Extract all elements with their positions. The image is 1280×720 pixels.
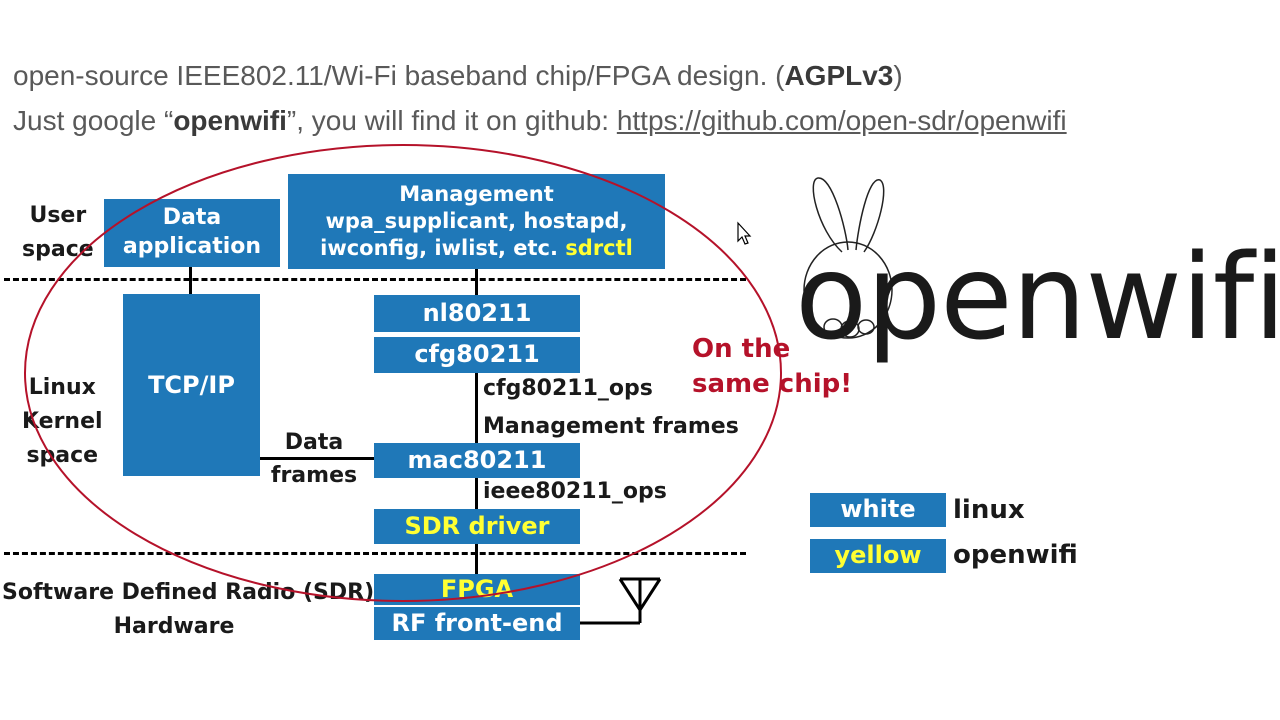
license-name: AGPLv3 bbox=[784, 60, 894, 91]
header-line-1: open-source IEEE802.11/Wi-Fi baseband ch… bbox=[13, 60, 903, 92]
connector-app-tcpip bbox=[189, 266, 192, 296]
hardware-label: Software Defined Radio (SDR) Hardware bbox=[2, 580, 375, 639]
management-tools-2: iwconfig, iwlist, etc. sdrctl bbox=[320, 235, 633, 262]
tcpip-box: TCP/IP bbox=[123, 294, 260, 476]
header-line-2: Just google “openwifi”, you will find it… bbox=[13, 105, 1067, 137]
cfg80211-box: cfg80211 bbox=[374, 337, 580, 373]
project-name: openwifi bbox=[173, 105, 287, 136]
bunny-logo-icon bbox=[803, 177, 893, 339]
connector-mac-driver bbox=[475, 476, 478, 510]
cfg80211-ops-label: cfg80211_ops bbox=[483, 376, 653, 401]
header-line-1-text: open-source IEEE802.11/Wi-Fi baseband ch… bbox=[13, 60, 785, 91]
connector-mgmt-nl80211 bbox=[475, 268, 478, 296]
data-application-box: Data application bbox=[104, 199, 280, 267]
nl80211-box: nl80211 bbox=[374, 295, 580, 332]
user-space-label: User space bbox=[22, 203, 94, 262]
management-frames-label: Management frames bbox=[483, 414, 739, 439]
mac80211-box: mac80211 bbox=[374, 443, 580, 478]
header-line-1-end: ) bbox=[893, 60, 903, 91]
openwifi-logo-text: openwifi bbox=[795, 228, 1279, 366]
connector-cfg-mac bbox=[475, 372, 478, 444]
ieee80211-ops-label: ieee80211_ops bbox=[483, 479, 667, 504]
sdr-driver-box: SDR driver bbox=[374, 509, 580, 544]
legend-white-swatch: white bbox=[810, 493, 946, 527]
same-chip-ellipse bbox=[24, 144, 782, 602]
github-link[interactable]: https://github.com/open-sdr/openwifi bbox=[616, 105, 1067, 136]
header-line-2-text: Just google “ bbox=[13, 105, 174, 136]
antenna-icon bbox=[580, 577, 662, 625]
sdrctl-label: sdrctl bbox=[565, 236, 633, 261]
management-tools-2-text: iwconfig, iwlist, etc. bbox=[320, 236, 566, 261]
connector-tcpip-mac bbox=[260, 457, 376, 460]
kernel-space-label: Linux Kernel space bbox=[22, 375, 103, 468]
management-box: Management wpa_supplicant, hostapd, iwco… bbox=[288, 174, 665, 269]
header-line-2-mid: ”, you will find it on github: bbox=[286, 105, 617, 136]
data-frames-label: Data frames bbox=[270, 430, 358, 488]
management-title: Management bbox=[399, 181, 554, 206]
legend-yellow-label: openwifi bbox=[953, 540, 1078, 570]
separator-user-kernel bbox=[4, 278, 746, 281]
same-chip-callout: On the same chip! bbox=[692, 334, 853, 400]
management-tools-1: wpa_supplicant, hostapd, bbox=[325, 208, 628, 233]
legend-yellow-swatch: yellow bbox=[810, 539, 946, 573]
separator-kernel-hardware bbox=[4, 552, 746, 555]
connector-driver-fpga bbox=[475, 543, 478, 575]
mouse-cursor-icon bbox=[737, 221, 752, 245]
legend-white-label: linux bbox=[953, 495, 1025, 525]
rf-frontend-box: RF front-end bbox=[374, 607, 580, 640]
